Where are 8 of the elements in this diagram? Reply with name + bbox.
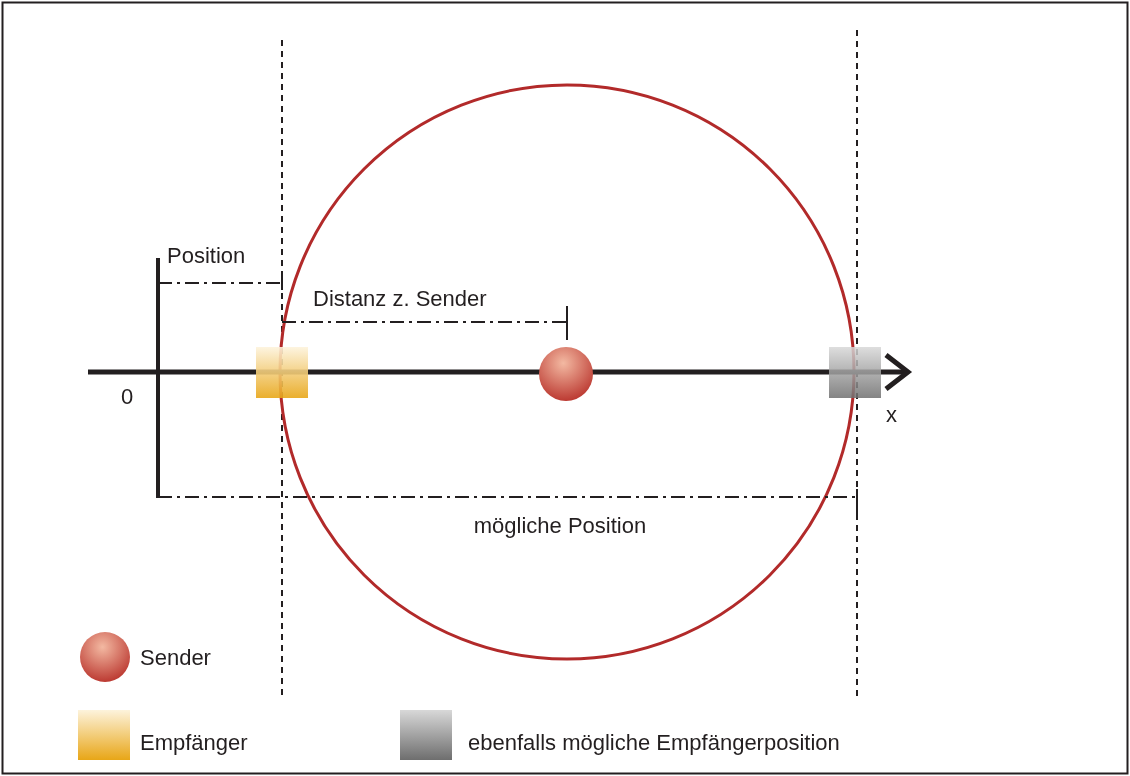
axis-tick-label: 0 [121,385,134,410]
dimension-label: mögliche Position [473,514,647,539]
dimension-label: Distanz z. Sender [313,287,487,312]
legend-label: Sender [140,646,211,671]
axis-label: x [886,403,897,428]
legend-label: ebenfalls mögliche Empfängerposition [468,731,840,756]
dimension-label: Position [167,244,246,269]
legend-label: Empfänger [140,731,248,756]
